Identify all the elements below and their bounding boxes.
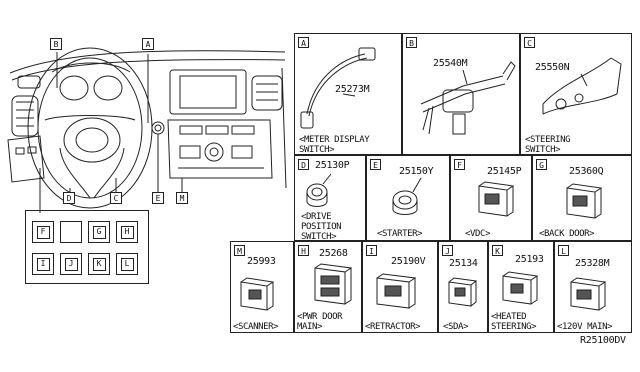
part-number: 25134 <box>449 258 478 269</box>
caption-line-1: <PWR DOOR <box>297 312 343 322</box>
part-cell-e: E 25150Y <STARTER> <box>366 155 450 241</box>
power-door-main-switch-drawing <box>295 242 363 334</box>
grid-cell-g: G <box>88 221 110 243</box>
part-number: 25273M <box>335 84 370 95</box>
part-cell-i: I 25190V <RETRACTOR> <box>362 241 438 333</box>
retractor-switch-drawing <box>363 242 439 334</box>
caption-line-2: SWITCH> <box>299 145 335 155</box>
cell-tag: A <box>298 37 309 48</box>
caption-line-2: STEERING> <box>491 322 537 332</box>
callout-a: A <box>142 38 154 50</box>
grid-cell-h: H <box>116 221 138 243</box>
cell-tag: E <box>370 159 381 170</box>
caption-line-1: <SCANNER> <box>233 322 279 332</box>
grid-cell-blank <box>60 221 82 243</box>
callout-b: B <box>50 38 62 50</box>
caption-line-2: POSITION <box>301 222 342 232</box>
caption-line-3: SWITCH> <box>301 232 337 242</box>
callout-c: C <box>110 192 122 204</box>
grid-cell-i: I <box>32 253 54 275</box>
part-cell-c: C 25550N <STEERING SWITCH> <box>520 33 632 155</box>
dashboard-illustration <box>0 28 290 228</box>
120v-main-switch-drawing <box>555 242 633 334</box>
cell-tag: I <box>366 245 377 256</box>
part-cell-d: D 25130P <DRIVE POSITION SWITCH> <box>294 155 367 242</box>
part-cell-k: K 25193 <HEATED STEERING> <box>488 241 554 333</box>
caption-line-1: <VDC> <box>465 229 491 239</box>
caption-line-1: <SDA> <box>443 322 469 332</box>
part-cell-m: M 25993 <SCANNER> <box>230 241 294 333</box>
callout-d: D <box>63 192 75 204</box>
grid-cell-k: K <box>88 253 110 275</box>
cell-tag: G <box>536 159 547 170</box>
combination-switch-drawing <box>403 34 521 156</box>
part-number: 25550N <box>535 62 570 73</box>
part-cell-f: F 25145P <VDC> <box>450 155 532 241</box>
caption-line-1: <STEERING <box>525 135 571 145</box>
part-number: 25360Q <box>569 166 604 177</box>
back-door-switch-drawing <box>533 156 633 242</box>
caption-line-1: <STARTER> <box>377 229 423 239</box>
starter-switch-drawing <box>367 156 451 242</box>
steering-switch-drawing <box>521 34 633 156</box>
part-number: 25268 <box>319 248 348 259</box>
part-cell-b: B 25540M <box>402 33 520 155</box>
caption-line-1: <DRIVE <box>301 212 332 222</box>
scanner-switch-drawing <box>231 242 295 334</box>
grid-cell-j: J <box>60 253 82 275</box>
cell-tag: F <box>454 159 465 170</box>
part-number: 25190V <box>391 256 426 267</box>
part-cell-a: A 25273M <METER DISPLAY SWITCH> <box>294 33 402 155</box>
caption-line-1: <RETRACTOR> <box>365 322 421 332</box>
part-number: 25328M <box>575 258 610 269</box>
vdc-switch-drawing <box>451 156 533 242</box>
caption-line-2: MAIN> <box>297 322 323 332</box>
cell-tag: L <box>558 245 569 256</box>
cell-tag: M <box>234 245 245 256</box>
caption-line-2: SWITCH> <box>525 145 561 155</box>
callout-m: M <box>176 192 188 204</box>
caption-line-1: <BACK DOOR> <box>539 229 595 239</box>
caption-line-1: <120V MAIN> <box>557 322 613 332</box>
part-number: 25150Y <box>399 166 434 177</box>
cell-tag: C <box>524 37 535 48</box>
grid-cell-l: L <box>116 253 138 275</box>
cell-tag: J <box>442 245 453 256</box>
switch-panel-grid: F G H I J K L <box>25 210 149 284</box>
part-cell-j: J 25134 <SDA> <box>438 241 488 333</box>
caption-line-1: <METER DISPLAY <box>299 135 370 145</box>
part-number: 25993 <box>247 256 276 267</box>
part-number: 25145P <box>487 166 522 177</box>
meter-display-switch-drawing <box>295 34 403 156</box>
cell-tag: B <box>406 37 417 48</box>
part-number: 25193 <box>515 254 544 265</box>
part-number: 25130P <box>315 160 350 171</box>
cell-tag: D <box>298 159 309 170</box>
cell-tag: H <box>298 245 309 256</box>
part-cell-g: G 25360Q <BACK DOOR> <box>532 155 632 241</box>
drive-position-switch-drawing <box>295 156 367 242</box>
caption-line-1: <HEATED <box>491 312 527 322</box>
cell-tag: K <box>492 245 503 256</box>
part-cell-h: H 25268 <PWR DOOR MAIN> <box>294 241 362 333</box>
grid-cell-f: F <box>32 221 54 243</box>
sda-switch-drawing <box>439 242 489 334</box>
callout-e: E <box>152 192 164 204</box>
part-cell-l: L 25328M <120V MAIN> <box>554 241 632 333</box>
part-number: 25540M <box>433 58 468 69</box>
diagram-code: R25100DV <box>580 335 626 346</box>
heated-steering-switch-drawing <box>489 242 555 334</box>
